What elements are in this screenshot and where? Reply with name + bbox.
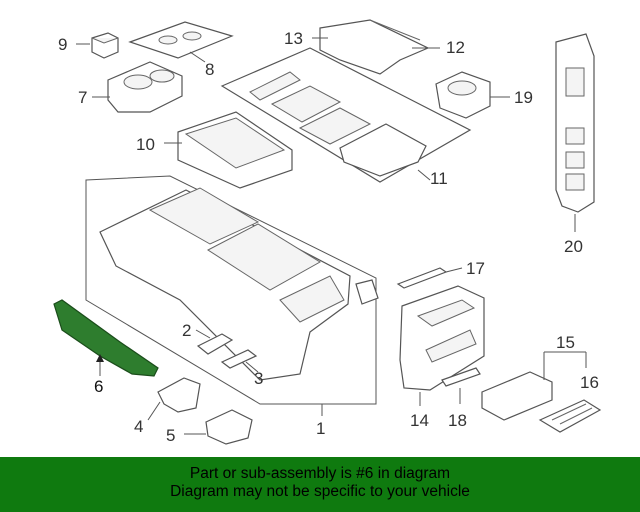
callout-7: 7	[78, 88, 87, 107]
info-banner: Part or sub-assembly is #6 in diagram Di…	[0, 457, 640, 512]
part-16-mat[interactable]	[538, 399, 602, 433]
parts-diagram: 9 8 7 13 12 19 11	[53, 19, 602, 445]
part-10-grille[interactable]	[164, 111, 293, 189]
part-8-tray-mat[interactable]	[128, 21, 234, 63]
callout-17: 17	[466, 259, 485, 278]
callout-12: 12	[446, 38, 465, 57]
part-12-13-trim[interactable]	[312, 19, 440, 75]
callout-11: 11	[430, 169, 448, 188]
part-19-controller[interactable]	[435, 71, 510, 119]
callout-1: 1	[316, 419, 325, 438]
part-9-cap[interactable]	[76, 32, 119, 59]
part-2-clip[interactable]	[195, 329, 234, 355]
part-17-strip[interactable]	[396, 267, 463, 289]
part-1-center-console[interactable]	[85, 175, 379, 416]
part-6-side-trim-highlighted[interactable]	[53, 299, 159, 377]
callout-18: 18	[448, 411, 467, 430]
callout-8: 8	[205, 60, 214, 79]
part-5-bracket[interactable]	[184, 409, 253, 445]
callout-9: 9	[58, 35, 67, 54]
part-4-bracket[interactable]	[147, 377, 201, 421]
part-20-control-strip[interactable]	[555, 33, 595, 232]
callout-2: 2	[182, 321, 191, 340]
callout-15: 15	[556, 333, 575, 352]
callout-4: 4	[134, 417, 143, 436]
callout-3: 3	[254, 369, 263, 388]
part-3-clip[interactable]	[220, 349, 259, 373]
callout-16: 16	[580, 373, 599, 392]
banner-line-1: Part or sub-assembly is #6 in diagram	[189, 465, 451, 482]
part-11-panel[interactable]	[220, 47, 472, 183]
callout-13: 13	[284, 29, 303, 48]
part-14-rear-panel[interactable]	[399, 285, 485, 406]
callout-14: 14	[410, 411, 429, 430]
part-7-cup-holder[interactable]	[92, 61, 183, 113]
callout-10: 10	[136, 135, 155, 154]
part-15-socket-module[interactable]	[481, 351, 587, 421]
part-18-small-panel[interactable]	[441, 367, 481, 404]
callout-5: 5	[166, 426, 175, 445]
callout-20: 20	[564, 237, 583, 256]
callout-19: 19	[514, 88, 533, 107]
banner-line-2: Diagram may not be specific to your vehi…	[170, 483, 470, 500]
callout-6: 6	[94, 377, 103, 396]
